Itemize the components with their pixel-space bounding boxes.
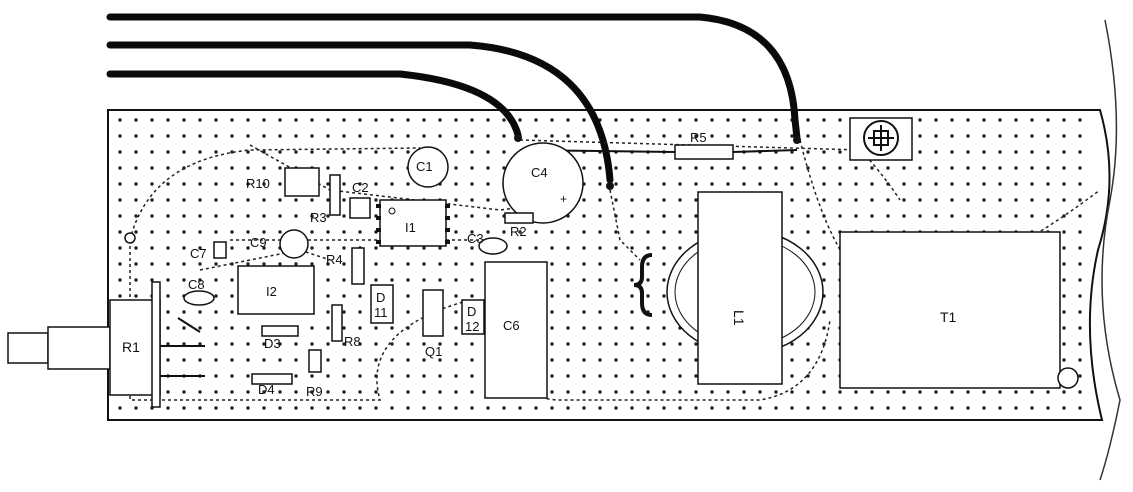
label-c8: C8 xyxy=(188,277,205,292)
label-d11-a: D xyxy=(376,290,385,305)
label-d12-a: D xyxy=(467,304,476,319)
resistor-r4: R4 xyxy=(326,247,365,285)
capacitor-c2: C2 xyxy=(349,180,371,219)
label-r3: R3 xyxy=(310,210,327,225)
capacitor-c4: C4 + xyxy=(502,142,584,224)
transformer-t1: T1 xyxy=(839,231,1079,389)
svg-text:+: + xyxy=(560,192,567,206)
cable-wires xyxy=(106,13,801,184)
capacitor-c9: C9 xyxy=(250,229,309,259)
label-r9: R9 xyxy=(306,384,323,399)
diode-d4: D4 xyxy=(251,373,293,397)
brace-symbol xyxy=(633,253,653,317)
ic-i2: I2 xyxy=(237,265,315,315)
label-r5: R5 xyxy=(690,130,707,145)
resistor-r10: R10 xyxy=(246,167,320,197)
label-q1: Q1 xyxy=(425,344,442,359)
trimmer-pot xyxy=(849,117,913,161)
capacitor-c6: C6 xyxy=(484,261,548,399)
transistor-q1: Q1 xyxy=(422,289,444,359)
diode-d11: D 11 xyxy=(370,284,394,324)
label-i1: I1 xyxy=(405,220,416,235)
label-d3: D3 xyxy=(264,336,281,351)
label-c9: C9 xyxy=(250,235,267,250)
capacitor-c7: C7 xyxy=(190,241,227,261)
label-r2: R2 xyxy=(510,224,527,239)
label-c1: C1 xyxy=(416,159,433,174)
diode-d12: D 12 xyxy=(461,299,485,335)
diode-d3: D3 xyxy=(261,325,299,351)
label-c6: C6 xyxy=(503,318,520,333)
label-c4: C4 xyxy=(531,165,548,180)
label-r10: R10 xyxy=(246,176,270,191)
label-t1: T1 xyxy=(940,309,957,325)
label-d11-b: 11 xyxy=(374,305,388,320)
capacitor-c8: C8 xyxy=(183,277,215,306)
coil-l1: L1 xyxy=(666,191,824,385)
label-c3: C3 xyxy=(467,231,484,246)
label-r4: R4 xyxy=(326,252,343,267)
label-r1: R1 xyxy=(122,339,140,355)
solder-points xyxy=(124,134,801,244)
label-r8: R8 xyxy=(344,334,361,349)
resistor-r3: R3 xyxy=(310,174,341,225)
potentiometer-r1: R1 xyxy=(7,281,205,408)
resistor-r9: R9 xyxy=(306,349,323,399)
resistor-r2: R2 xyxy=(504,212,534,239)
label-l1: L1 xyxy=(731,310,747,326)
label-c7: C7 xyxy=(190,246,207,261)
capacitor-c1: C1 xyxy=(407,146,449,188)
ic-i1: I1 xyxy=(376,199,450,247)
label-c2: C2 xyxy=(352,180,369,195)
label-i2: I2 xyxy=(266,284,277,299)
label-d12-b: 12 xyxy=(465,319,479,334)
label-d4: D4 xyxy=(258,382,275,397)
capacitor-c3: C3 xyxy=(467,231,508,255)
torn-edge xyxy=(1099,19,1121,481)
resistor-r8: R8 xyxy=(331,304,361,349)
